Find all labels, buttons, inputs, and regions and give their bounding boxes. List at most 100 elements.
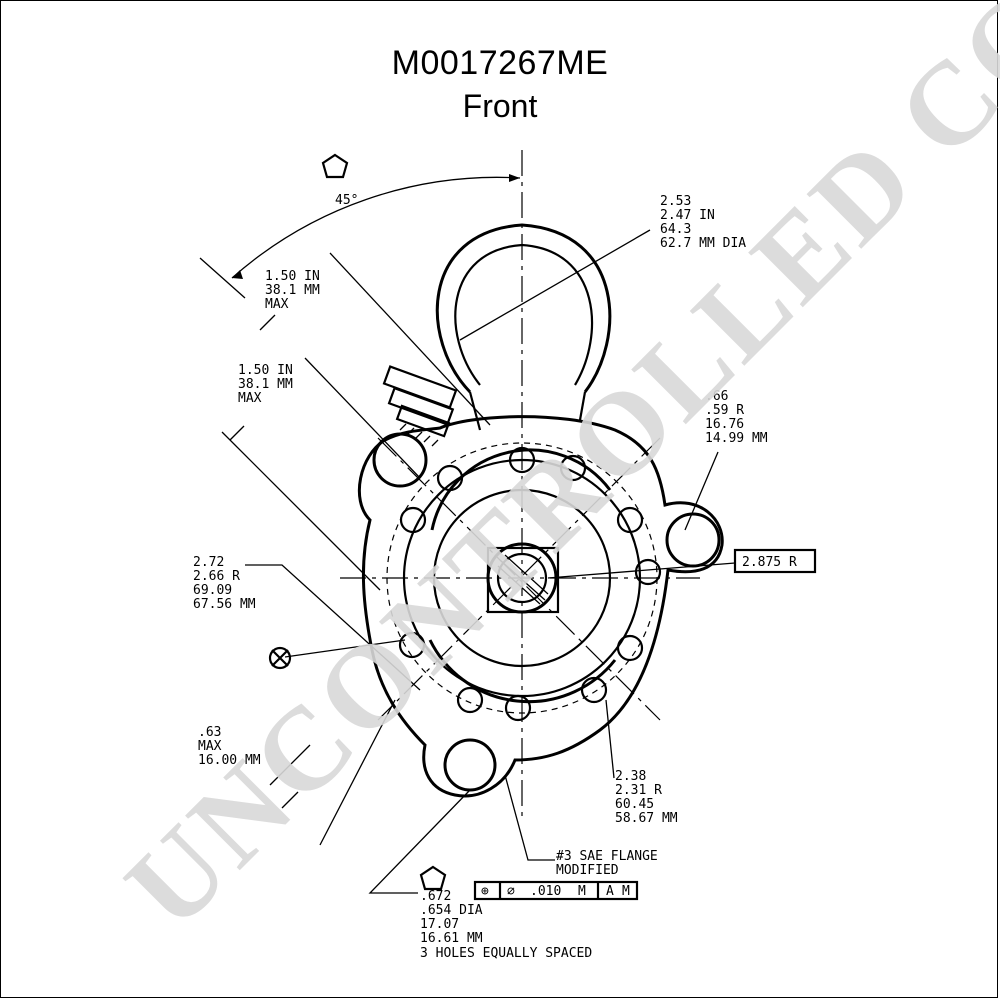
leader-bolt-r — [605, 699, 615, 779]
ext-line-2a — [221, 431, 381, 591]
holes-line-2: .654 DIA — [420, 903, 483, 918]
seal-arc-top — [430, 448, 612, 531]
part-number-title: M0017267ME — [391, 44, 609, 82]
flange-note-line-2: MODIFIED — [556, 863, 619, 878]
max1-line-1: 1.50 IN — [265, 269, 320, 284]
max2-line-2: 38.1 MM — [238, 377, 293, 392]
small-max-line-2: MAX — [198, 739, 222, 754]
bolt-hole-right — [634, 558, 662, 586]
holes-line-5: 3 HOLES EQUALLY SPACED — [420, 946, 592, 961]
angle-arrow-head — [509, 174, 520, 182]
dim-063-ext-a — [269, 744, 311, 786]
bolt-r-line-2: 2.31 R — [615, 783, 662, 798]
bolt-hole-bottom-left — [456, 686, 484, 714]
bolt-hole-top-right — [559, 454, 587, 482]
leader-bore-r — [684, 451, 719, 531]
mounting-hole-top-left — [372, 432, 428, 488]
angle-label: 45° — [335, 193, 358, 208]
small-max-line-3: 16.00 MM — [198, 753, 261, 768]
leader-ring-dia — [459, 229, 651, 341]
max1-line-3: MAX — [265, 297, 289, 312]
bore-r-line-4: 14.99 MM — [705, 431, 768, 446]
datum-target-icon — [268, 646, 292, 670]
fcf-position-symbol: ⊕ — [481, 884, 489, 899]
dim-063-tick — [281, 791, 299, 809]
ring-leg-right — [578, 391, 587, 421]
bolt-hole-bottom — [504, 694, 532, 722]
ring-dia-line-1: 2.53 — [660, 194, 691, 209]
leader-pilot-r — [547, 562, 736, 579]
dim-063-ext-b — [319, 699, 396, 846]
max1-line-2: 38.1 MM — [265, 283, 320, 298]
bolt-hole-left-upper — [399, 506, 427, 534]
fcf-modifier: M — [578, 884, 586, 899]
terminal-ring-outer — [435, 223, 612, 394]
flange-r-line-4: 67.56 MM — [193, 597, 256, 612]
bolt-hole-left-lower — [398, 631, 426, 659]
bore-r-line-3: 16.76 — [705, 417, 744, 432]
terminal-washer — [395, 404, 451, 438]
bolt-hole-top-left — [436, 464, 464, 492]
diagonal-center-line-a — [377, 437, 661, 721]
leader-flange-note — [504, 774, 555, 861]
dim-tick-2 — [229, 425, 245, 441]
pilot-r-label: 2.875 R — [742, 555, 797, 570]
bore-r-line-1: .66 — [705, 389, 728, 404]
pilot-ring — [432, 488, 612, 668]
angle-arc — [231, 176, 521, 279]
drive-housing-box — [486, 546, 560, 614]
ring-leg-left — [468, 391, 482, 431]
angle-arrow-tail — [232, 270, 243, 279]
fcf-datum: A — [606, 884, 614, 899]
terminal-nut-1 — [382, 365, 458, 409]
holes-line-3: 17.07 — [420, 917, 459, 932]
flange-note-line-1: #3 SAE FLANGE — [556, 849, 658, 864]
leader-flange-r — [245, 564, 421, 691]
bolt-r-line-1: 2.38 — [615, 769, 646, 784]
max2-line-3: MAX — [238, 391, 262, 406]
bolt-r-line-4: 58.67 MM — [615, 811, 678, 826]
drive-shaft-spline — [496, 552, 548, 604]
fcf-tolerance: .010 — [530, 884, 561, 899]
ext-line-2b — [304, 357, 421, 479]
small-max-line-1: .63 — [198, 725, 221, 740]
ext-line-1b — [329, 252, 491, 426]
bolt-r-line-3: 60.45 — [615, 797, 654, 812]
diagonal-center-line-b — [377, 437, 661, 721]
flange-r-line-1: 2.72 — [193, 555, 224, 570]
max2-line-1: 1.50 IN — [238, 363, 293, 378]
terminal-nut-2 — [387, 386, 455, 426]
ring-dia-line-3: 64.3 — [660, 222, 691, 237]
fcf-datum-modifier: M — [622, 884, 630, 899]
mounting-hole-bottom — [443, 738, 497, 792]
holes-line-4: 16.61 MM — [420, 931, 483, 946]
seal-arc-bottom — [428, 639, 617, 704]
spline-hatch — [497, 554, 549, 605]
mounting-hole-right — [665, 512, 721, 568]
datum-target-cross — [271, 649, 289, 667]
uncontrolled-copy-watermark: UNCONTROLLED COPY — [101, 0, 1000, 953]
ring-dia-line-2: 2.47 IN — [660, 208, 715, 223]
flange-r-line-2: 2.66 R — [193, 569, 240, 584]
ext-line-1a — [199, 257, 246, 299]
bolt-hole-bottom-right — [580, 676, 608, 704]
bore-r-line-2: .59 R — [705, 403, 744, 418]
ring-dia-line-4: 62.7 MM DIA — [660, 236, 746, 251]
datum-pentagon-icon-bottom — [419, 865, 447, 891]
leader-holes — [368, 789, 471, 894]
view-name-label: Front — [462, 88, 538, 124]
terminal-ring-inner — [454, 243, 594, 386]
datum-pentagon-icon — [321, 153, 349, 179]
flange-body-outline — [357, 415, 724, 798]
bolt-hole-right-lower — [616, 634, 644, 662]
bolt-hole-right-upper — [616, 506, 644, 534]
holes-line-1: .672 — [420, 889, 451, 904]
leader-datum-symbol — [284, 639, 406, 658]
flange-r-line-3: 69.09 — [193, 583, 232, 598]
feature-control-frame — [473, 880, 639, 901]
fcf-diameter-symbol: ⌀ — [507, 884, 515, 899]
bolt-hole-top — [508, 446, 536, 474]
bolt-circle — [386, 442, 658, 714]
pilot-r-box — [733, 548, 817, 574]
